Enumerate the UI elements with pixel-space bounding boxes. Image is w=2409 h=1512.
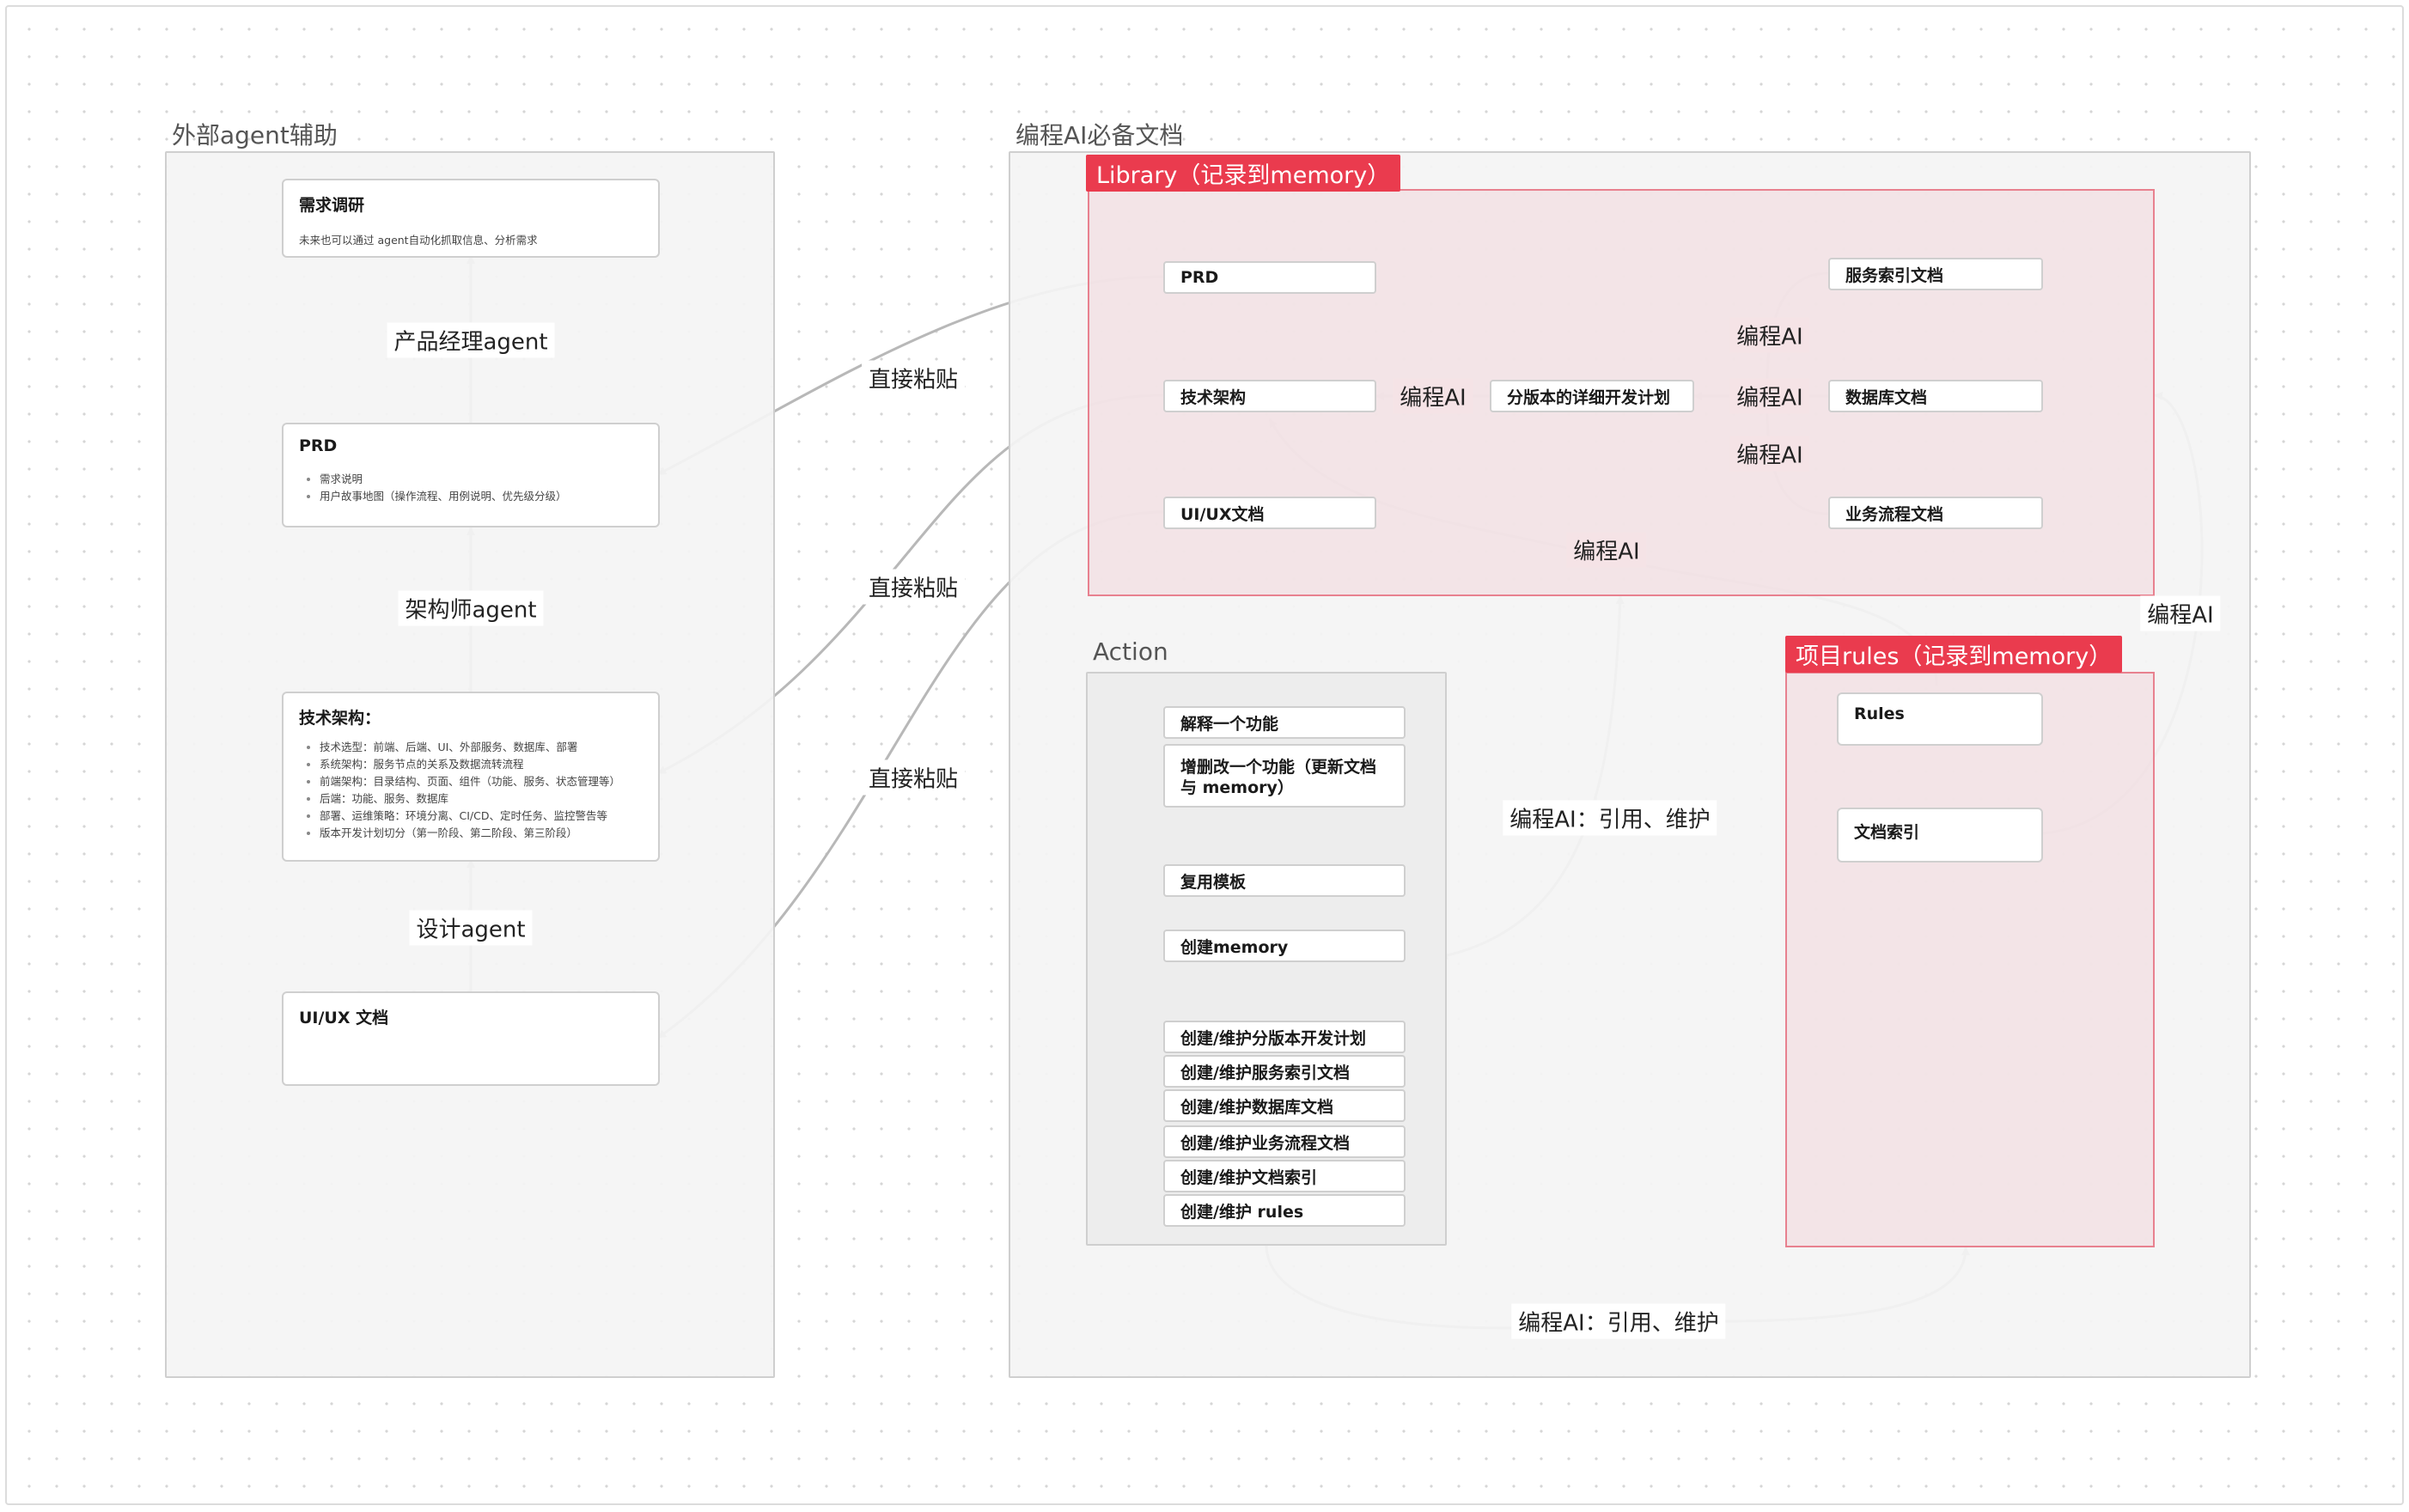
edge-label-action-library: 编程AI：引用、维护 (1503, 800, 1717, 836)
edge-label-paste-prd: 直接粘贴 (861, 360, 966, 396)
action-title: Action (1093, 637, 1168, 666)
action-maintain-database[interactable]: 创建/维护数据库文档 (1163, 1089, 1406, 1122)
library-tag: Library（记录到memory） (1086, 155, 1401, 192)
library-prd-doc[interactable]: PRD (1163, 261, 1376, 294)
edge-label-action-rules: 编程AI：引用、维护 (1511, 1303, 1726, 1339)
whiteboard-canvas[interactable]: 外部agent辅助 需求调研 未来也可以通过 agent自动化抓取信息、分析需求… (5, 5, 2404, 1505)
library-plan-doc[interactable]: 分版本的详细开发计划 (1490, 380, 1694, 412)
research-card-desc: 未来也可以通过 agent自动化抓取信息、分析需求 (299, 234, 538, 247)
arch-card[interactable]: 技术架构： 技术选型：前端、后端、UI、外部服务、数据库、部署 系统架构：服务节… (282, 692, 660, 862)
list-item: 技术选型：前端、后端、UI、外部服务、数据库、部署 (320, 739, 643, 756)
research-card[interactable]: 需求调研 未来也可以通过 agent自动化抓取信息、分析需求 (282, 179, 660, 258)
edge-label-paste-uiux: 直接粘贴 (861, 759, 966, 796)
uiux-card-title: UI/UX 文档 (299, 1009, 389, 1027)
library-database-doc[interactable]: 数据库文档 (1828, 380, 2043, 412)
list-item: 系统架构：服务节点的关系及数据流转流程 (320, 756, 643, 773)
action-maintain-plan[interactable]: 创建/维护分版本开发计划 (1163, 1021, 1406, 1053)
rules-card[interactable]: Rules (1837, 692, 2043, 746)
arch-card-title: 技术架构： (299, 709, 381, 728)
prd-card-title: PRD (299, 436, 338, 455)
research-card-title: 需求调研 (299, 196, 365, 215)
library-uiux-doc[interactable]: UI/UX文档 (1163, 497, 1376, 529)
action-maintain-doc-index[interactable]: 创建/维护文档索引 (1163, 1160, 1406, 1192)
action-reuse-template[interactable]: 复用模板 (1163, 864, 1406, 897)
edge-label-paste-arch: 直接粘贴 (861, 569, 966, 605)
list-item: 后端：功能、服务、数据库 (320, 790, 643, 808)
prd-card[interactable]: PRD 需求说明 用户故事地图（操作流程、用例说明、优先级分级） (282, 423, 660, 527)
library-business-flow-doc[interactable]: 业务流程文档 (1828, 497, 2043, 529)
edge-label-pm-agent: 产品经理agent (387, 322, 555, 358)
arch-card-list: 技术选型：前端、后端、UI、外部服务、数据库、部署 系统架构：服务节点的关系及数… (299, 739, 643, 842)
action-maintain-business-flow[interactable]: 创建/维护业务流程文档 (1163, 1125, 1406, 1158)
library-arch-doc[interactable]: 技术架构 (1163, 380, 1376, 412)
edge-label-coding-ai-docindex: 编程AI (2140, 595, 2221, 631)
action-maintain-rules[interactable]: 创建/维护 rules (1163, 1194, 1406, 1227)
list-item: 用户故事地图（操作流程、用例说明、优先级分级） (320, 488, 643, 505)
library-service-index-doc[interactable]: 服务索引文档 (1828, 258, 2043, 290)
edge-label-coding-ai-rules: 编程AI (1566, 532, 1647, 568)
action-maintain-service-index[interactable]: 创建/维护服务索引文档 (1163, 1055, 1406, 1088)
edge-label-coding-ai-service: 编程AI (1729, 317, 1810, 353)
rules-card-title: Rules (1854, 704, 1905, 723)
list-item: 需求说明 (320, 471, 643, 488)
doc-index-card-title: 文档索引 (1854, 823, 1920, 842)
action-create-memory[interactable]: 创建memory (1163, 930, 1406, 962)
edge-label-coding-ai-plan-arch: 编程AI (1393, 378, 1473, 414)
action-explain-feature[interactable]: 解释一个功能 (1163, 706, 1406, 739)
uiux-card[interactable]: UI/UX 文档 (282, 991, 660, 1086)
list-item: 前端架构：目录结构、页面、组件（功能、服务、状态管理等） (320, 773, 643, 790)
rules-box (1785, 672, 2155, 1247)
edge-label-coding-ai-flow: 编程AI (1729, 436, 1810, 472)
right-section-title: 编程AI必备文档 (1015, 121, 1184, 149)
rules-tag: 项目rules（记录到memory） (1785, 636, 2123, 673)
prd-card-list: 需求说明 用户故事地图（操作流程、用例说明、优先级分级） (299, 471, 643, 505)
edge-label-architect-agent: 架构师agent (398, 590, 544, 626)
left-section-title: 外部agent辅助 (172, 121, 338, 149)
list-item: 部署、运维策略：环境分离、CI/CD、定时任务、监控警告等 (320, 808, 643, 825)
edge-label-design-agent: 设计agent (409, 910, 533, 946)
doc-index-card[interactable]: 文档索引 (1837, 808, 2043, 863)
list-item: 版本开发计划切分（第一阶段、第二阶段、第三阶段） (320, 825, 643, 842)
action-modify-feature[interactable]: 增删改一个功能（更新文档与 memory） (1163, 744, 1406, 808)
edge-label-coding-ai-database: 编程AI (1729, 378, 1810, 414)
